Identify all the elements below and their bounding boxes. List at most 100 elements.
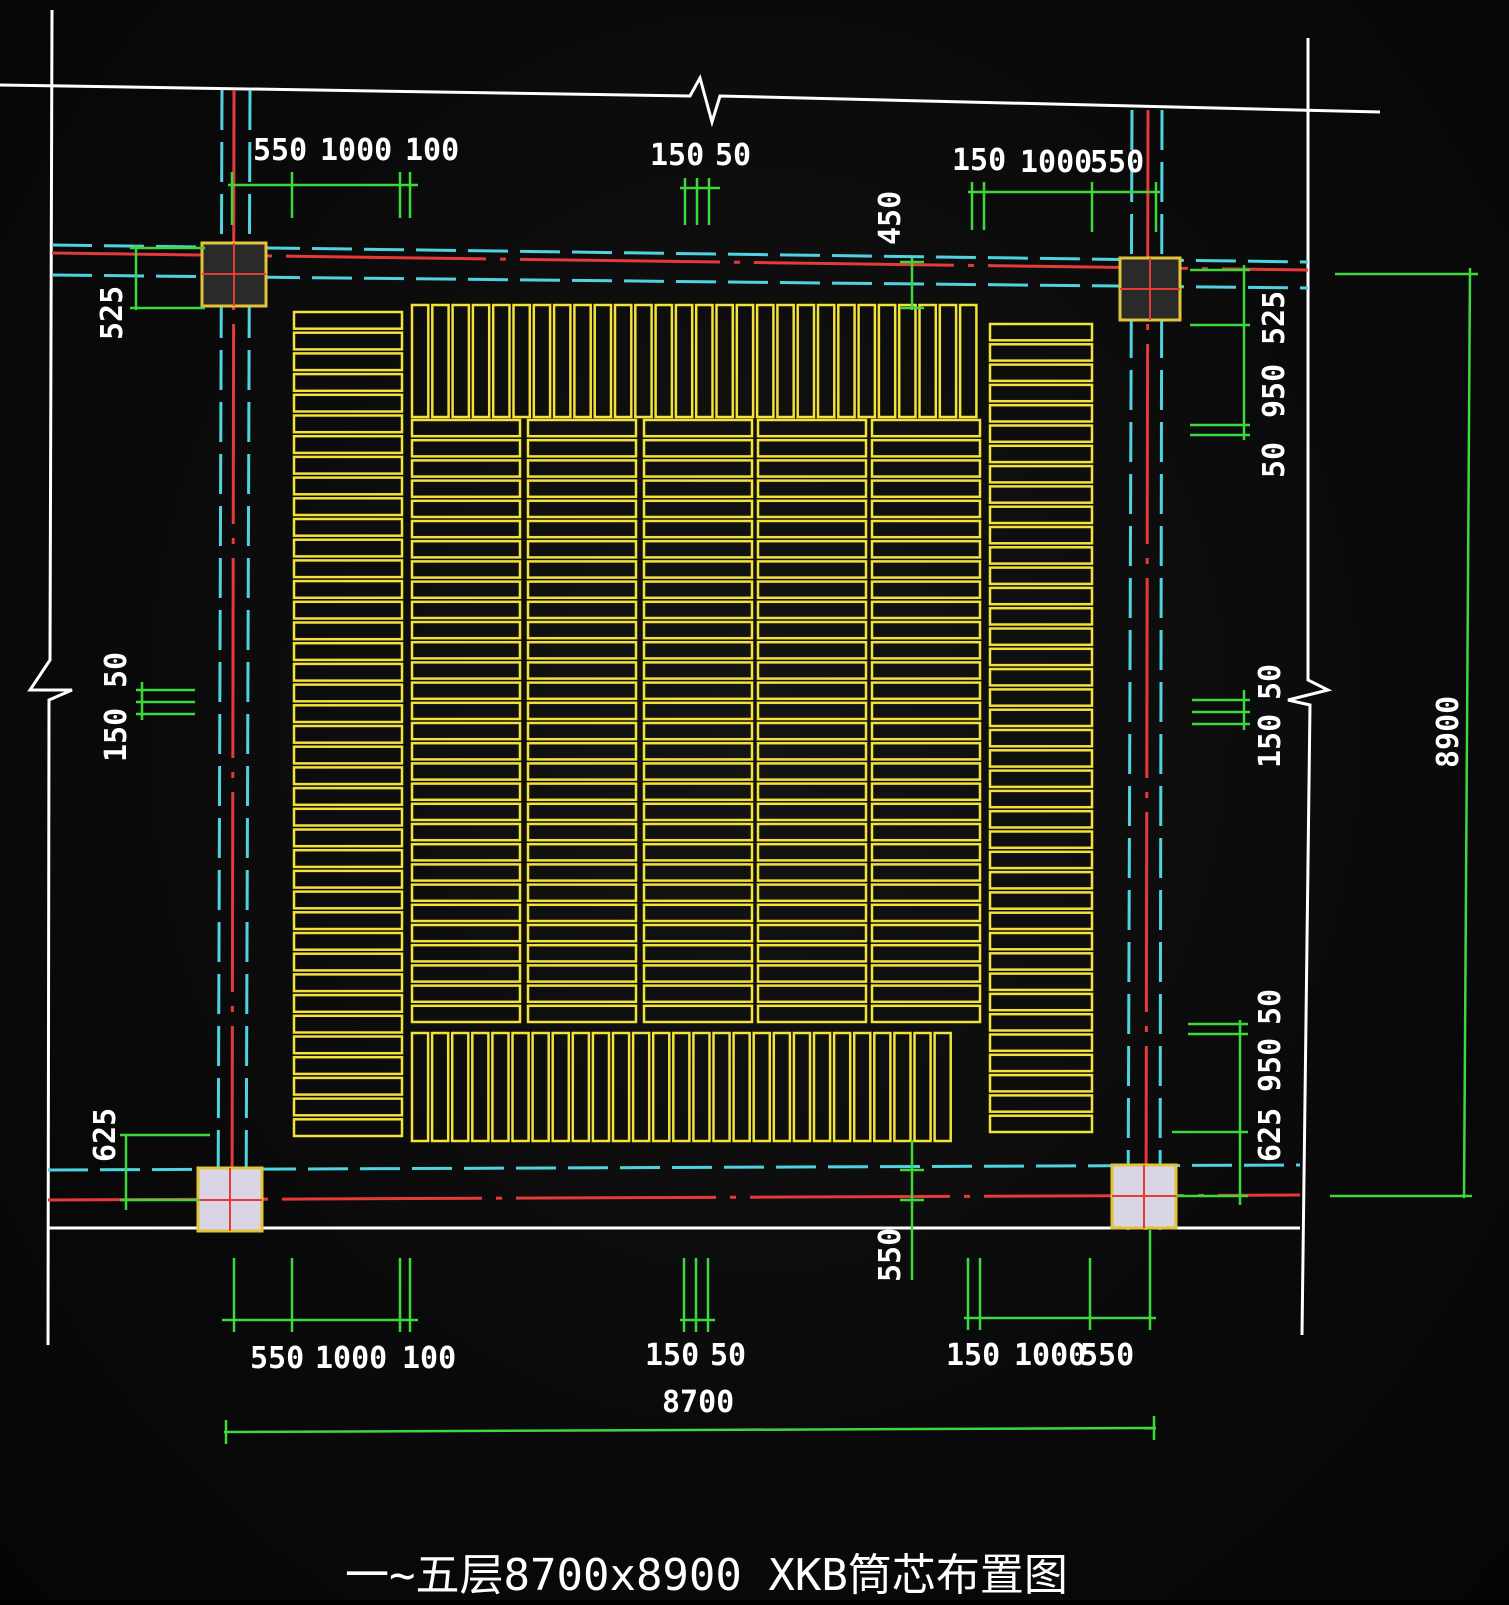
panel-inner-strip-264 <box>870 600 982 620</box>
panel-inner-strip-202 <box>642 560 754 579</box>
panel-inner-strip-284 <box>870 1004 982 1024</box>
panel-left-strip-16 <box>292 641 404 662</box>
panel-right-strip-54 <box>988 606 1094 626</box>
dim-bottom-right-3: 550 <box>1080 1338 1134 1373</box>
panel-inner-strip-150 <box>410 721 522 741</box>
panel-inner-strip-265 <box>870 620 982 640</box>
panel-inner-strip-271 <box>870 741 982 761</box>
panel-inner-strip-155 <box>410 822 522 842</box>
panel-inner-strip-218 <box>642 883 754 903</box>
panel-inner-strip-252 <box>756 964 868 983</box>
panel-inner-strip-153 <box>410 782 522 802</box>
panel-inner-strip-225 <box>756 418 868 438</box>
panel-inner-strip-206 <box>642 640 754 660</box>
panel-left-strip-19 <box>292 704 404 724</box>
panel-inner-strip-273 <box>870 782 982 802</box>
panel-inner-strip-143 <box>410 580 522 600</box>
panel-top-strip-107 <box>958 303 978 419</box>
panel-inner-strip-159 <box>410 903 522 923</box>
panel-top-strip-105 <box>918 303 938 419</box>
panel-bottom-strip-129 <box>832 1031 852 1143</box>
panel-inner-strip-145 <box>410 620 522 640</box>
panel-left-strip-7 <box>292 455 404 475</box>
panel-right-strip-78 <box>988 1094 1094 1113</box>
panel-bottom-strip-113 <box>511 1031 530 1143</box>
panel-left-strip-38 <box>292 1097 404 1117</box>
panel-top-strip-103 <box>877 303 897 419</box>
panel-top-strip-99 <box>796 303 816 419</box>
panel-right-strip-63 <box>988 789 1094 809</box>
panel-bottom-strip-108 <box>410 1031 430 1143</box>
panel-inner-strip-272 <box>870 762 982 781</box>
panel-right-strip-64 <box>988 809 1094 829</box>
panel-inner-strip-177 <box>526 661 638 680</box>
panel-inner-strip-142 <box>410 560 522 579</box>
panel-top-strip-81 <box>431 303 450 419</box>
panel-left-strip-29 <box>292 911 404 931</box>
panel-inner-strip-238 <box>756 681 868 701</box>
panel-left-strip-18 <box>292 683 404 703</box>
panel-inner-strip-138 <box>410 479 522 499</box>
panel-inner-strip-179 <box>526 701 638 721</box>
panel-inner-strip-232 <box>756 560 868 579</box>
panel-inner-strip-168 <box>526 479 638 499</box>
panel-left-strip-5 <box>292 414 404 434</box>
panel-inner-strip-214 <box>642 802 754 822</box>
panel-right-strip-71 <box>988 952 1094 971</box>
panel-inner-strip-237 <box>756 661 868 680</box>
panel-inner-strip-198 <box>642 479 754 499</box>
dim-top-right-1: 150 <box>952 143 1006 178</box>
panel-right-strip-49 <box>988 505 1094 525</box>
panel-top-strip-102 <box>857 303 877 419</box>
panel-inner-strip-217 <box>642 863 754 882</box>
panel-inner-strip-242 <box>756 762 868 781</box>
panel-inner-strip-210 <box>642 721 754 741</box>
panel-left-strip-3 <box>292 372 404 393</box>
panel-inner-strip-226 <box>756 438 868 458</box>
panel-inner-strip-195 <box>642 418 754 438</box>
dim-top-left-1: 550 <box>253 133 307 168</box>
panel-left-strip-9 <box>292 497 404 517</box>
panel-bottom-strip-133 <box>913 1031 932 1143</box>
panel-inner-strip-229 <box>756 499 868 519</box>
panel-inner-strip-222 <box>642 964 754 983</box>
panel-left-strip-37 <box>292 1076 404 1096</box>
panel-inner-strip-162 <box>410 964 522 983</box>
panel-inner-strip-169 <box>526 499 638 519</box>
panel-inner-strip-193 <box>526 984 638 1004</box>
panel-inner-strip-144 <box>410 600 522 620</box>
dim-right-top-1: 525 <box>1257 291 1292 345</box>
panel-right-strip-55 <box>988 627 1094 647</box>
panel-bottom-strip-112 <box>491 1031 510 1143</box>
panel-right-strip-45 <box>988 424 1094 444</box>
panel-inner-strip-227 <box>756 459 868 478</box>
panel-inner-strip-204 <box>642 600 754 620</box>
panel-right-strip-51 <box>988 546 1094 565</box>
panel-top-strip-94 <box>694 303 714 419</box>
panel-inner-strip-213 <box>642 782 754 802</box>
panel-inner-strip-181 <box>526 741 638 761</box>
dim-bottom-center-1: 150 <box>645 1338 699 1373</box>
drawing-title: 一~五层8700x8900 XKB筒芯布置图 <box>345 1550 1068 1600</box>
panel-inner-strip-149 <box>410 701 522 721</box>
panel-inner-strip-219 <box>642 903 754 923</box>
panel-inner-strip-233 <box>756 580 868 600</box>
panel-left-strip-28 <box>292 890 404 910</box>
panel-bottom-strip-118 <box>611 1031 631 1143</box>
panel-inner-strip-186 <box>526 842 638 862</box>
panel-right-strip-79 <box>988 1114 1094 1134</box>
panel-bottom-strip-111 <box>471 1031 490 1143</box>
panel-right-strip-46 <box>988 444 1094 464</box>
panel-inner-strip-248 <box>756 883 868 903</box>
panel-inner-strip-200 <box>642 519 754 539</box>
panel-inner-strip-240 <box>756 721 868 741</box>
panel-right-strip-56 <box>988 647 1094 667</box>
panel-left-strip-30 <box>292 931 404 951</box>
panel-left-strip-14 <box>292 600 404 620</box>
panel-inner-strip-208 <box>642 681 754 701</box>
panel-top-strip-82 <box>451 303 471 419</box>
panel-inner-strip-280 <box>870 923 982 943</box>
panel-top-strip-100 <box>816 303 836 419</box>
panel-left-strip-26 <box>292 848 404 869</box>
dim-top-left-3: 100 <box>405 133 459 168</box>
